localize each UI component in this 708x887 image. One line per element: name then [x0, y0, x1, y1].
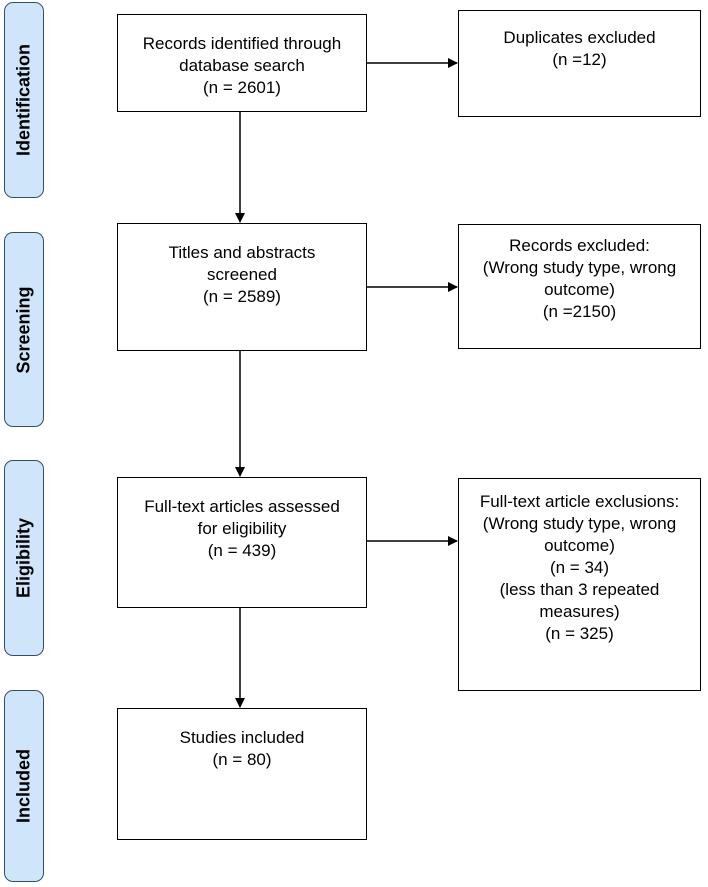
- box-text-line: outcome): [544, 536, 615, 555]
- box-text-line: (Wrong study type, wrong: [482, 514, 677, 533]
- phase-screening: Screening: [4, 232, 44, 427]
- box-text-line: Records excluded:: [509, 236, 650, 255]
- box-text-line: (n = 2601): [203, 78, 281, 97]
- box-text-line: (n = 325): [545, 624, 614, 643]
- box-text-line: screened: [207, 265, 277, 284]
- box-text-line: for eligibility: [197, 519, 287, 538]
- box-text-line: Duplicates excluded: [503, 28, 656, 47]
- box-text-line: (n = 439): [207, 541, 277, 560]
- box-text-line: (n = 80): [212, 750, 272, 769]
- titles-abstracts-screened-box: Titles and abstracts screened (n = 2589): [117, 223, 367, 351]
- phase-identification: Identification: [4, 2, 44, 198]
- records-excluded-box: Records excluded: (Wrong study type, wro…: [458, 224, 701, 349]
- full-text-exclusions-box: Full-text article exclusions: (Wrong stu…: [458, 478, 701, 691]
- box-text-line: (n =12): [552, 50, 607, 69]
- box-text-line: Studies included: [179, 728, 305, 747]
- box-text-line: (n =2150): [542, 302, 617, 321]
- duplicates-excluded-box: Duplicates excluded (n =12): [458, 10, 701, 117]
- box-text-line: (Wrong study type, wrong: [482, 258, 677, 277]
- box-text-line: Titles and abstracts: [168, 243, 316, 262]
- phase-included: Included: [4, 690, 44, 882]
- box-text-line: (less than 3 repeated: [499, 580, 660, 599]
- phase-eligibility: Eligibility: [4, 460, 44, 656]
- box-text-line: measures): [539, 602, 620, 621]
- box-text-line: (n = 34): [549, 558, 610, 577]
- records-identified-box: Records identified through database sear…: [117, 14, 367, 112]
- box-text-line: Full-text articles assessed: [144, 497, 340, 516]
- studies-included-box: Studies included (n = 80): [117, 708, 367, 840]
- box-text-line: outcome): [544, 280, 615, 299]
- box-text-line: Full-text article exclusions:: [479, 492, 680, 511]
- box-text-line: (n = 2589): [203, 287, 281, 306]
- box-text-line: Records identified through: [142, 34, 342, 53]
- box-text-line: database search: [179, 56, 305, 75]
- full-text-assessed-box: Full-text articles assessed for eligibil…: [117, 477, 367, 608]
